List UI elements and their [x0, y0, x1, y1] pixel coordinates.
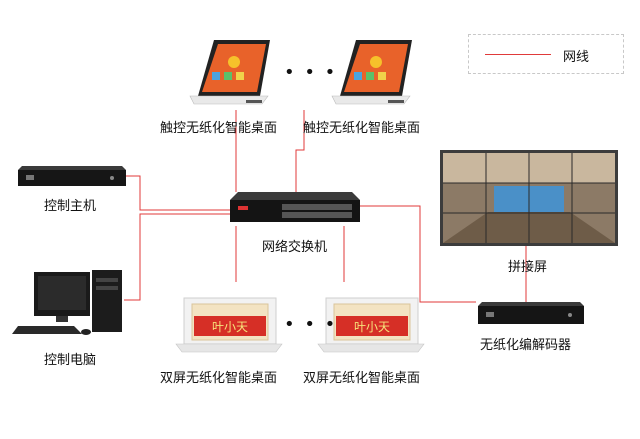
touch-desk-1-device [189, 40, 270, 105]
dual-desk-2-label: 双屏无纸化智能桌面 [303, 371, 421, 386]
cable-codec [358, 205, 476, 303]
control-pc-label: 控制电脑 [44, 353, 97, 368]
splice-screen-device [440, 150, 618, 246]
cable-control-host [124, 175, 230, 211]
cable-control-pc [124, 213, 230, 301]
touch-desk-2-label: 触控无纸化智能桌面 [303, 121, 421, 136]
splice-screen-label: 拼接屏 [508, 260, 548, 275]
touch-desk-2-device [331, 40, 412, 105]
paperless-codec-device [478, 302, 584, 324]
name-plate-text-1: 叶小天 [212, 320, 248, 334]
legend: 网线 [468, 34, 624, 74]
cable-lines [124, 110, 527, 306]
touch-desk-1-label: 触控无纸化智能桌面 [160, 121, 278, 136]
cable-touch-desk-2 [295, 110, 305, 192]
legend-label: 网线 [563, 50, 590, 65]
paperless-codec-label: 无纸化编解码器 [480, 338, 572, 353]
ellipsis-bottom: • • • [284, 314, 338, 335]
network-switch-label: 网络交换机 [262, 240, 328, 255]
network-switch-device [230, 192, 360, 222]
dual-desk-1-device [175, 297, 283, 353]
control-host-device [18, 166, 126, 186]
control-host-label: 控制主机 [44, 199, 97, 214]
ellipsis-top: • • • [284, 62, 338, 83]
dual-desk-1-label: 双屏无纸化智能桌面 [160, 371, 278, 386]
dual-desk-2-device [317, 297, 425, 353]
legend-line-swatch [485, 54, 551, 55]
name-plate-text-2: 叶小天 [354, 320, 390, 334]
control-pc-device [12, 270, 122, 335]
